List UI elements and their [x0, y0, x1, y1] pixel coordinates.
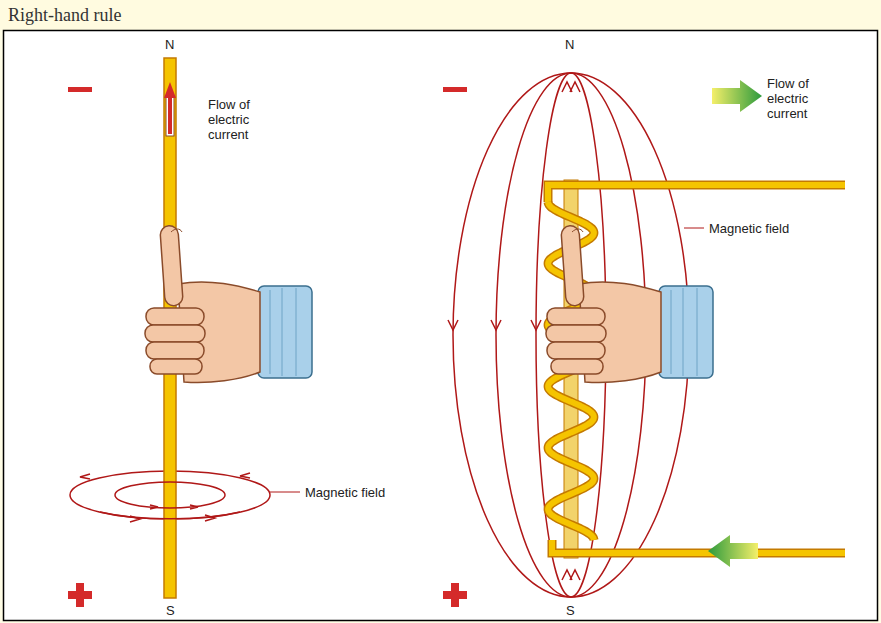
current-arrow — [708, 535, 758, 567]
pole-label: S — [565, 603, 576, 618]
current-arrow — [164, 82, 176, 98]
polarity-sign — [451, 583, 459, 607]
lead-wire — [552, 540, 845, 553]
current-arrow — [166, 96, 174, 136]
solenoid — [448, 73, 845, 597]
lead-wire — [548, 185, 845, 202]
diagram-title: Right-hand rule — [8, 5, 121, 25]
lead-wire — [548, 185, 845, 202]
frame — [4, 31, 878, 621]
pole-label: N — [164, 37, 175, 52]
field-label: Magnetic field — [708, 221, 790, 236]
field-line — [115, 482, 225, 508]
polarity-sign — [76, 583, 84, 607]
current-arrow — [712, 80, 762, 112]
leader-line — [684, 228, 704, 229]
current-arrow — [168, 98, 172, 134]
right-hand — [546, 225, 713, 382]
field-line — [100, 512, 240, 519]
field-arrow — [80, 473, 250, 522]
lead-wire — [552, 540, 845, 553]
right-hand — [145, 225, 312, 382]
pole-label: N — [564, 37, 575, 52]
leader-line — [270, 492, 300, 493]
field-label: Magnetic field — [304, 485, 386, 500]
straight-wire — [70, 58, 312, 598]
current-label: Flow of electric current — [766, 76, 830, 121]
pole-label: S — [165, 603, 176, 618]
current-label: Flow of electric current — [207, 97, 271, 142]
polarity-sign — [443, 87, 467, 92]
title-band — [0, 0, 881, 30]
polarity-sign — [68, 87, 467, 607]
polarity-sign — [68, 87, 92, 92]
